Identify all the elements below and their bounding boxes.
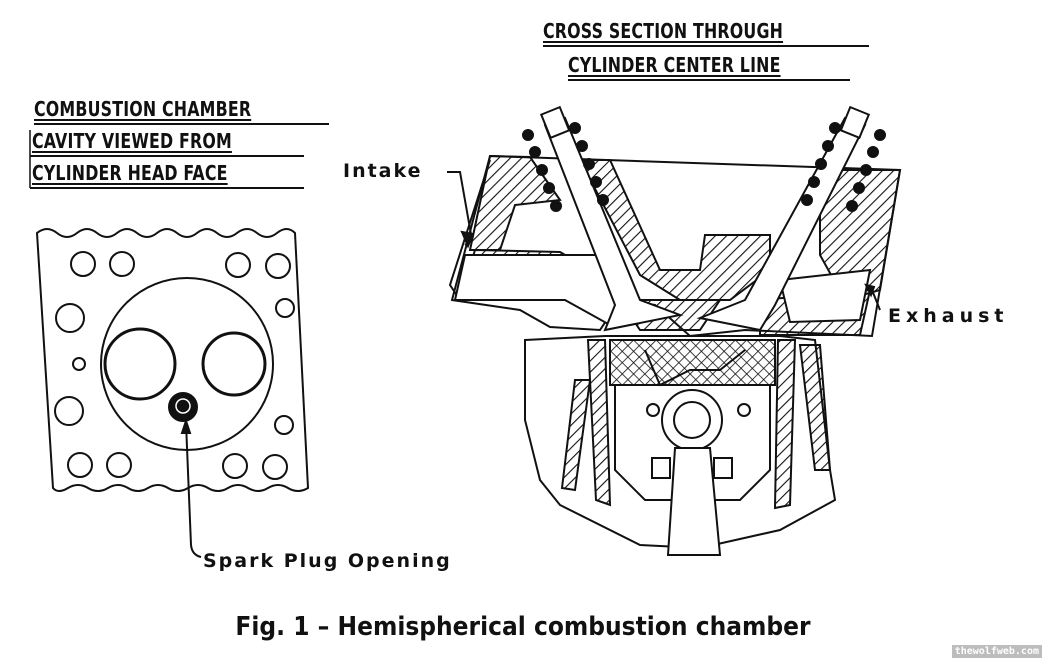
left-title-line-3: CYLINDER HEAD FACE bbox=[32, 161, 228, 185]
water-hole bbox=[274, 415, 294, 435]
water-hole bbox=[72, 357, 86, 371]
connecting-rod bbox=[666, 447, 722, 556]
watermark: thewolfweb.com bbox=[951, 645, 1042, 658]
exhaust-leader bbox=[871, 289, 881, 311]
exhaust-port bbox=[778, 268, 872, 324]
bolt-hole bbox=[265, 253, 291, 279]
left-title-line-2: CAVITY VIEWED FROM bbox=[32, 129, 232, 153]
bolt-hole bbox=[54, 396, 84, 426]
bolt-hole bbox=[262, 454, 288, 480]
cross-section-view bbox=[447, 45, 902, 556]
spark-plug-opening-mark bbox=[168, 392, 198, 422]
bolt-hole bbox=[222, 453, 248, 479]
spark-plug-label: Spark Plug Opening bbox=[203, 550, 452, 572]
intake-valve-port bbox=[103, 327, 177, 401]
cylinder-wall-right bbox=[773, 339, 797, 510]
intake-label: Intake bbox=[343, 160, 423, 182]
water-hole bbox=[275, 298, 295, 318]
exhaust-valve-spring bbox=[801, 122, 886, 212]
bolt-hole bbox=[55, 303, 85, 333]
exhaust-valve bbox=[696, 105, 871, 332]
figure-caption: Fig. 1 – Hemispherical combustion chambe… bbox=[235, 612, 811, 642]
intake-valve bbox=[539, 105, 684, 332]
wrist-pin bbox=[673, 401, 711, 439]
bolt-hole bbox=[67, 452, 93, 478]
exhaust-valve-port bbox=[201, 331, 267, 397]
head-face-outline bbox=[35, 228, 310, 492]
bolt-hole bbox=[70, 251, 96, 277]
cylinder-wall-left bbox=[586, 339, 612, 507]
head-face-view bbox=[29, 123, 329, 558]
left-title-line-1: COMBUSTION CHAMBER bbox=[34, 97, 252, 121]
bolt-hole bbox=[109, 251, 135, 277]
right-title-line-1: CROSS SECTION THROUGH bbox=[543, 19, 784, 43]
exhaust-label: Exhaust bbox=[888, 305, 1009, 327]
bolt-hole bbox=[225, 252, 251, 278]
bolt-hole bbox=[106, 452, 132, 478]
right-title-line-2: CYLINDER CENTER LINE bbox=[568, 53, 781, 77]
piston-crown bbox=[609, 339, 776, 386]
intake-valve-spring bbox=[522, 122, 609, 212]
